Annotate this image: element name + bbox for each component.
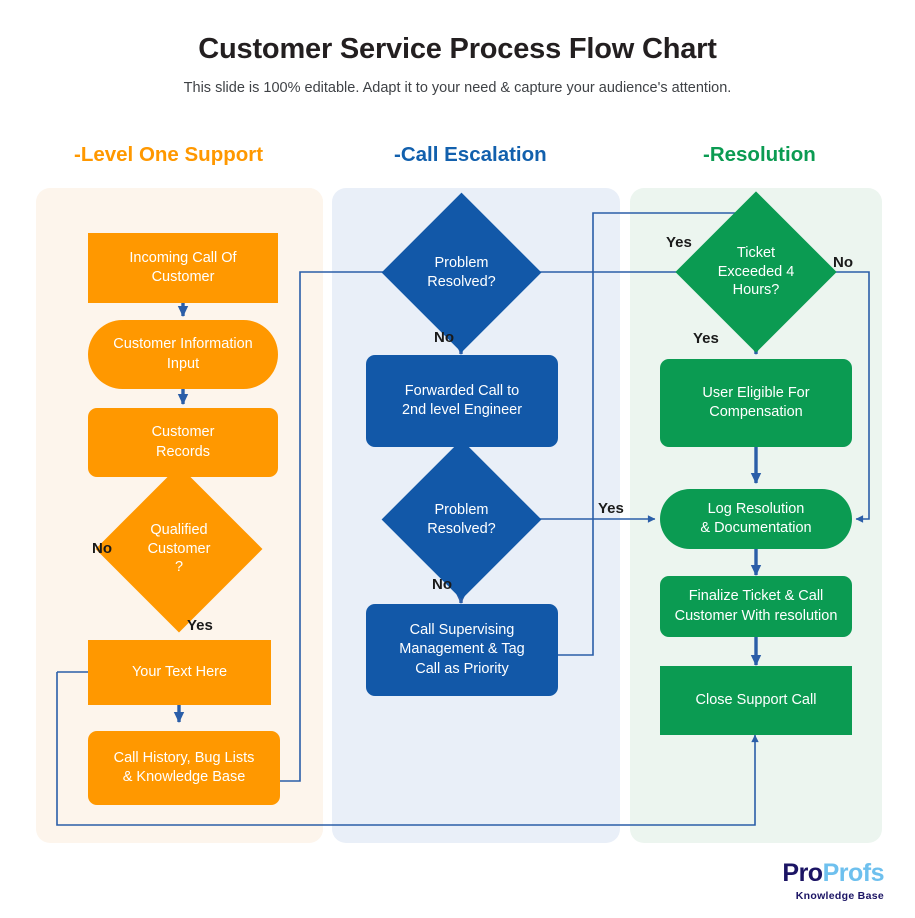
node-your-text-here[interactable]: Your Text Here (88, 640, 271, 705)
column-header-call-escalation: -Call Escalation (394, 143, 547, 166)
node-finalize-ticket[interactable]: Finalize Ticket & Call Customer With res… (660, 576, 852, 637)
page-subtitle: This slide is 100% editable. Adapt it to… (183, 80, 732, 96)
node-close-support-call[interactable]: Close Support Call (660, 666, 852, 735)
node-ticket-exceeded[interactable]: Ticket Exceeded 4 Hours? (675, 191, 837, 353)
node-incoming-call[interactable]: Incoming Call Of Customer (88, 233, 278, 303)
node-qualified-customer[interactable]: Qualified Customer ? (95, 465, 263, 633)
node-user-eligible[interactable]: User Eligible For Compensation (660, 359, 852, 447)
node-label: Problem Resolved? (427, 254, 496, 290)
node-problem-resolved-1[interactable]: Problem Resolved? (381, 192, 542, 353)
node-call-history[interactable]: Call History, Bug Lists & Knowledge Base (88, 731, 280, 805)
node-forwarded-call[interactable]: Forwarded Call to 2nd level Engineer (366, 355, 558, 447)
edge-label-resolved2-yes: Yes (598, 500, 624, 517)
node-label: Qualified Customer ? (147, 521, 211, 576)
node-call-supervising[interactable]: Call Supervising Management & Tag Call a… (366, 604, 558, 696)
edge-label-ticket-no: No (833, 254, 853, 271)
edge-label-qualified-yes: Yes (187, 617, 213, 634)
column-header-resolution: -Resolution (703, 143, 816, 166)
edge-label-resolved2-no: No (432, 576, 452, 593)
edge-label-ticket-yes-top: Yes (666, 234, 692, 251)
page-title: Customer Service Process Flow Chart (198, 33, 717, 65)
node-customer-information-input[interactable]: Customer Information Input (88, 320, 278, 389)
logo-wordmark: ProProfs (744, 861, 884, 886)
edge-label-resolved1-no: No (434, 329, 454, 346)
logo-word-pro: Pro (782, 859, 823, 887)
node-log-resolution[interactable]: Log Resolution & Documentation (660, 489, 852, 549)
edge-label-qualified-no: No (92, 540, 112, 557)
node-label: Ticket Exceeded 4 Hours? (717, 244, 795, 299)
panel-notch (0, 0, 24, 11)
edge-label-ticket-yes-down: Yes (693, 330, 719, 347)
node-problem-resolved-2[interactable]: Problem Resolved? (381, 439, 542, 600)
logo-word-profs: Profs (822, 859, 885, 887)
node-customer-records[interactable]: Customer Records (88, 408, 278, 477)
proprofs-logo: ProProfs Knowledge Base (744, 861, 884, 903)
node-label: Problem Resolved? (427, 501, 496, 537)
column-header-level-one-support: -Level One Support (74, 143, 264, 166)
logo-tagline: Knowledge Base (795, 890, 884, 902)
